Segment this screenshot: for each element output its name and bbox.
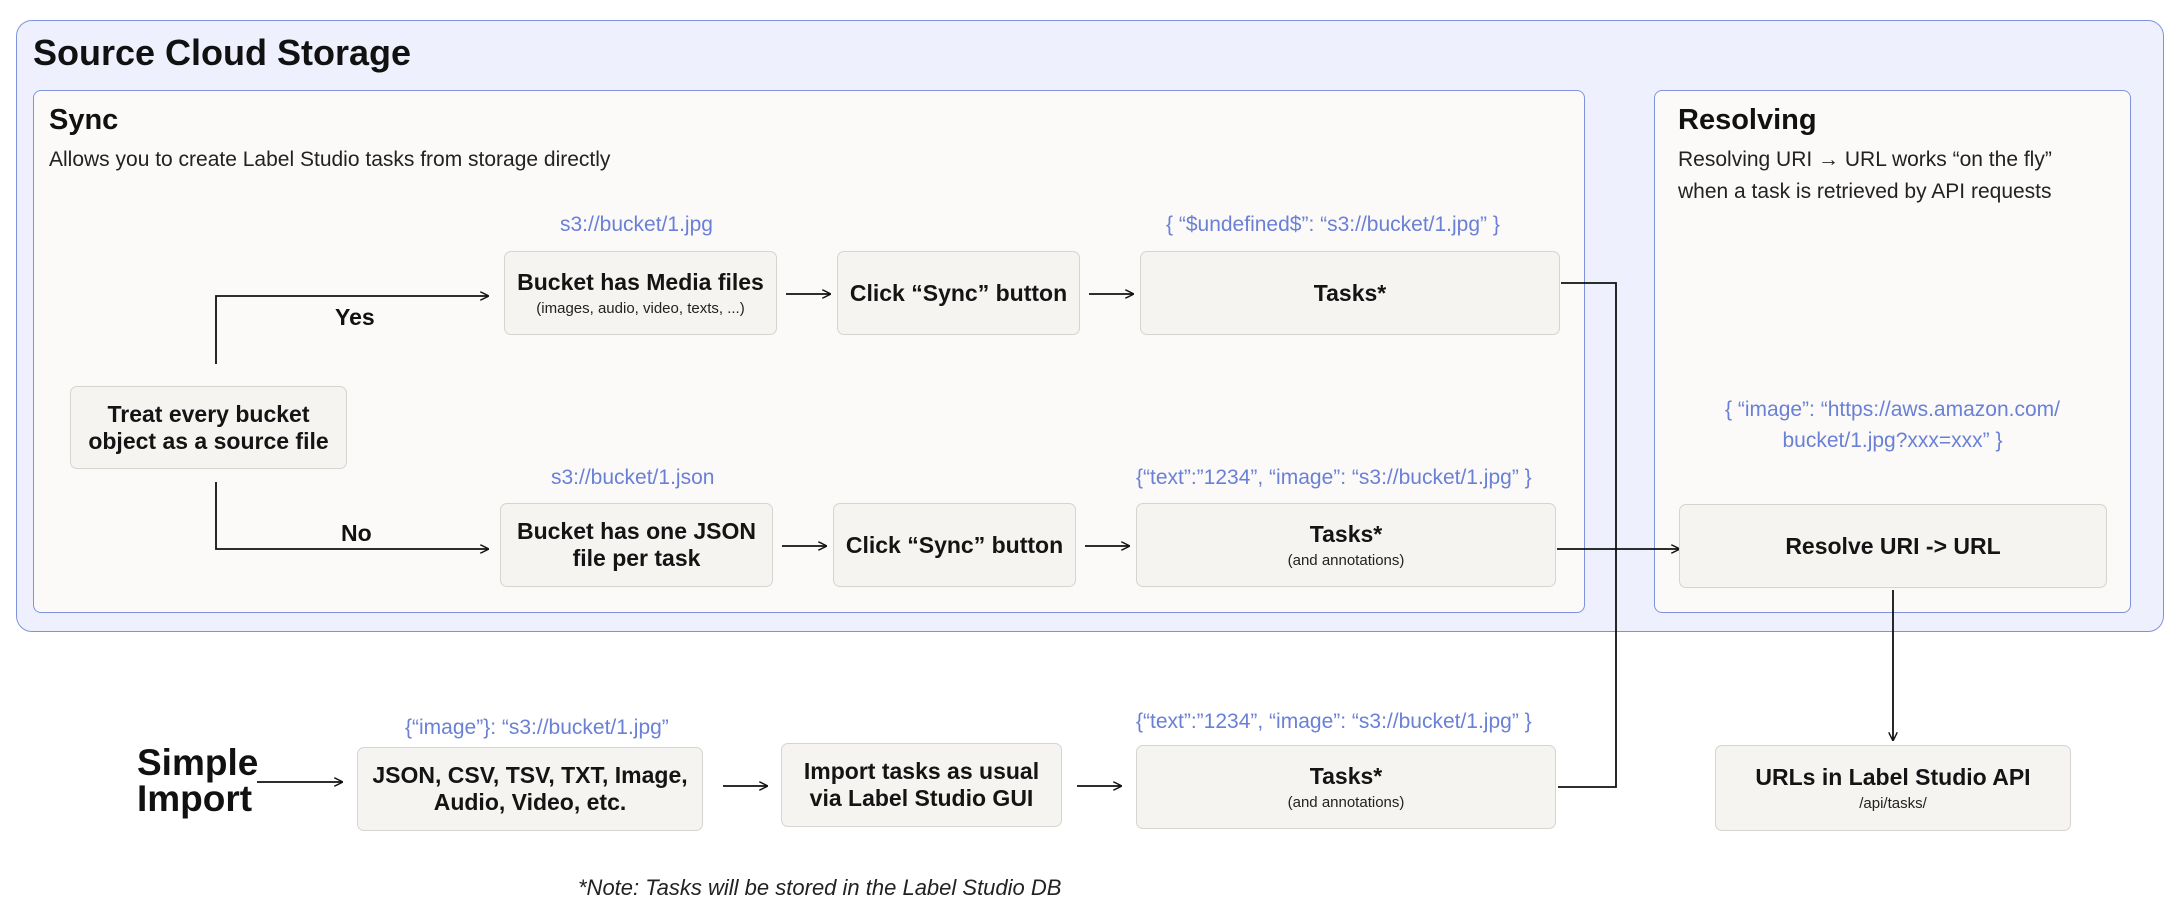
node-treat-as-source: Treat every bucket object as a source fi… <box>70 386 347 469</box>
node-formats-line2: Audio, Video, etc. <box>433 789 627 815</box>
node-import-gui-line2: via Label Studio GUI <box>809 785 1034 811</box>
edge-treat-to-media <box>215 296 488 364</box>
simple-import-line1: Simple <box>137 742 259 783</box>
resolving-description-line1: Resolving URI → URL works “on the fly” <box>1678 148 2052 171</box>
node-click-sync-mid: Click “Sync” button <box>833 503 1076 587</box>
edge-label-no: No <box>341 520 372 546</box>
json-path-annotation: s3://bucket/1.json <box>551 466 715 489</box>
node-urls-label: URLs in Label Studio API <box>1755 764 2031 790</box>
tasks-bottom-annotation: {“text”:”1234”, “image”: “s3://bucket/1.… <box>1136 710 1532 733</box>
tasks-top-annotation: { “$undefined$”: “s3://bucket/1.jpg” } <box>1166 213 1500 236</box>
tasks-mid-annotation: {“text”:”1234”, “image”: “s3://bucket/1.… <box>1136 466 1532 489</box>
node-import-gui-line1: Import tasks as usual <box>803 758 1040 784</box>
node-treat-line1: Treat every bucket <box>107 400 310 427</box>
edge-treat-to-json <box>215 482 488 549</box>
sync-description: Allows you to create Label Studio tasks … <box>49 148 611 171</box>
resolving-title: Resolving <box>1678 104 1817 136</box>
node-media-label: Bucket has Media files <box>517 269 764 295</box>
media-path-annotation: s3://bucket/1.jpg <box>560 213 713 236</box>
node-urls-in-api: URLs in Label Studio API /api/tasks/ <box>1715 745 2071 831</box>
resolving-description: Resolving URI → URL works “on the fly” w… <box>1678 144 2052 208</box>
storage-note: *Note: Tasks will be stored in the Label… <box>578 875 1062 900</box>
node-media-sublabel: (images, audio, video, texts, ...) <box>536 300 745 317</box>
node-treat-line2: object as a source file <box>88 427 329 454</box>
node-bucket-json: Bucket has one JSON file per task <box>500 503 773 587</box>
simple-import-label: Simple Import <box>137 742 259 819</box>
node-bucket-media-files: Bucket has Media files (images, audio, v… <box>504 251 777 335</box>
resolved-url-line2: bucket/1.jpg?xxx=xxx” } <box>1782 429 2003 452</box>
simple-import-line2: Import <box>137 778 253 819</box>
resolved-url-line1: { “image”: “https://aws.amazon.com/ <box>1725 398 2060 421</box>
node-tasks-bottom-sublabel: (and annotations) <box>1287 794 1405 811</box>
node-tasks-bottom-label: Tasks* <box>1309 763 1383 789</box>
source-cloud-storage-title: Source Cloud Storage <box>33 32 412 73</box>
node-click-sync-top: Click “Sync” button <box>837 251 1080 335</box>
node-resolve-uri: Resolve URI -> URL <box>1679 504 2107 588</box>
node-tasks-top: Tasks* <box>1140 251 1560 335</box>
import-path-annotation: {“image”}: “s3://bucket/1.jpg” <box>405 716 669 739</box>
edge-label-yes: Yes <box>335 304 375 330</box>
node-import-via-gui: Import tasks as usual via Label Studio G… <box>781 743 1062 827</box>
node-tasks-bottom: Tasks* (and annotations) <box>1136 745 1556 829</box>
node-json-line2: file per task <box>572 545 701 571</box>
resolving-description-line2: when a task is retrieved by API requests <box>1678 180 2052 203</box>
node-urls-sublabel: /api/tasks/ <box>1859 795 1927 812</box>
node-import-formats: JSON, CSV, TSV, TXT, Image, Audio, Video… <box>357 747 703 831</box>
edge-tasks-top-to-merge <box>1558 282 1617 788</box>
node-sync-top-label: Click “Sync” button <box>849 279 1068 306</box>
node-sync-mid-label: Click “Sync” button <box>845 531 1064 558</box>
node-resolve-label: Resolve URI -> URL <box>1785 532 2001 559</box>
sync-title: Sync <box>49 104 119 136</box>
resolved-url-annotation: { “image”: “https://aws.amazon.com/ buck… <box>1690 394 2095 456</box>
node-formats-line1: JSON, CSV, TSV, TXT, Image, <box>372 762 688 788</box>
node-json-line1: Bucket has one JSON <box>516 518 757 544</box>
node-tasks-top-label: Tasks* <box>1313 279 1387 306</box>
node-tasks-mid: Tasks* (and annotations) <box>1136 503 1556 587</box>
node-tasks-mid-sublabel: (and annotations) <box>1287 552 1405 569</box>
node-tasks-mid-label: Tasks* <box>1309 521 1383 547</box>
